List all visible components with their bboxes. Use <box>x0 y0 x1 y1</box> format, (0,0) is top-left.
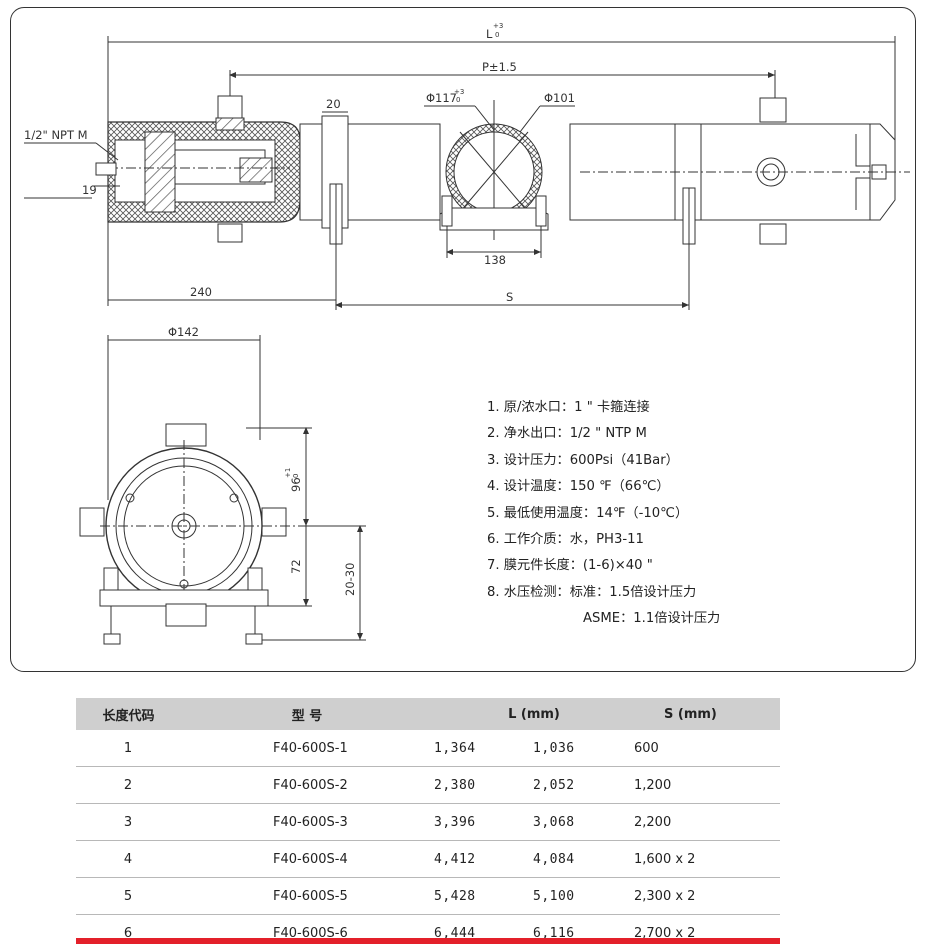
cell-L: 2,380 <box>434 767 532 804</box>
cell-code: 3 <box>76 804 181 841</box>
cell-model: F40-600S-2 <box>181 767 434 804</box>
note-7: 7. 膜元件长度：(1-6)×40 " <box>487 553 720 579</box>
cell-model: F40-600S-5 <box>181 878 434 915</box>
dim-20-30: 20-30 <box>343 563 357 596</box>
note-3: 3. 设计压力：600Psi（41Bar） <box>487 448 720 474</box>
cell-model: F40-600S-1 <box>181 730 434 767</box>
cell-L2: 3,068 <box>532 804 634 841</box>
cell-L: 4,412 <box>434 841 532 878</box>
accent-bar <box>76 938 780 944</box>
cell-model: F40-600S-3 <box>181 804 434 841</box>
dim-96-tol2: 0 <box>292 474 300 478</box>
cell-code: 5 <box>76 878 181 915</box>
dim-117: Φ117 <box>426 91 457 105</box>
end-view <box>80 335 366 644</box>
table-row: 2 F40-600S-2 2,380 2,052 1,200 <box>76 767 780 804</box>
dim-19: 19 <box>82 183 97 197</box>
dim-72: 72 <box>289 559 303 574</box>
dim-96-tol: +1 <box>284 468 292 478</box>
cell-S: 2,700 x 2 <box>634 915 780 951</box>
dim-96: 96 <box>289 477 303 492</box>
table-header-row: 长度代码 型 号 L (mm) S (mm) <box>76 698 780 730</box>
cell-L: 5,428 <box>434 878 532 915</box>
cell-L2: 2,052 <box>532 767 634 804</box>
cell-L: 3,396 <box>434 804 532 841</box>
cell-L: 1,364 <box>434 730 532 767</box>
note-2: 2. 净水出口：1/2 " NTP M <box>487 421 720 447</box>
cell-code: 1 <box>76 730 181 767</box>
cell-S: 1,200 <box>634 767 780 804</box>
dim-138: 138 <box>484 253 506 267</box>
col-S: S (mm) <box>634 698 780 730</box>
dim-L-tol-upper: +3 <box>493 22 503 30</box>
dim-117-tol-upper: +3 <box>454 88 464 96</box>
dim-P: P±1.5 <box>482 60 517 74</box>
dim-20: 20 <box>326 97 341 111</box>
cell-code: 4 <box>76 841 181 878</box>
note-4: 4. 设计温度：150 ℉（66℃） <box>487 474 720 500</box>
table-row: 5 F40-600S-5 5,428 5,100 2,300 x 2 <box>76 878 780 915</box>
cell-S: 600 <box>634 730 780 767</box>
spec-notes: 1. 原/浓水口：1 " 卡箍连接 2. 净水出口：1/2 " NTP M 3.… <box>487 395 720 633</box>
dim-L: L <box>486 27 493 41</box>
col-model: 型 号 <box>181 698 434 730</box>
technical-drawing: L +3 0 P±1.5 1/2" NPT M 19 20 Φ117 +3 0 … <box>0 0 928 680</box>
table-row: 1 F40-600S-1 1,364 1,036 600 <box>76 730 780 767</box>
note-6: 6. 工作介质：水，PH3-11 <box>487 527 720 553</box>
note-1: 1. 原/浓水口：1 " 卡箍连接 <box>487 395 720 421</box>
dim-142: Φ142 <box>168 325 199 339</box>
note-5: 5. 最低使用温度：14℉（-10℃） <box>487 501 720 527</box>
cell-code: 6 <box>76 915 181 951</box>
dim-npt: 1/2" NPT M <box>24 128 88 142</box>
col-L: L (mm) <box>434 698 634 730</box>
cell-S: 2,200 <box>634 804 780 841</box>
spec-table: 长度代码 型 号 L (mm) S (mm) 1 F40-600S-1 1,36… <box>76 698 780 951</box>
cell-L2: 5,100 <box>532 878 634 915</box>
dim-L-tol-lower: 0 <box>495 31 499 39</box>
cell-L: 6,444 <box>434 915 532 951</box>
side-view <box>24 36 910 310</box>
note-8-asme: ASME：1.1倍设计压力 <box>487 606 720 632</box>
dim-S: S <box>506 290 513 304</box>
dim-240: 240 <box>190 285 212 299</box>
table-row: 6 F40-600S-6 6,444 6,116 2,700 x 2 <box>76 915 780 951</box>
cell-S: 2,300 x 2 <box>634 878 780 915</box>
col-length-code: 长度代码 <box>76 698 181 730</box>
dim-101: Φ101 <box>544 91 575 105</box>
dim-117-tol-lower: 0 <box>456 96 460 104</box>
cell-S: 1,600 x 2 <box>634 841 780 878</box>
cell-code: 2 <box>76 767 181 804</box>
cell-model: F40-600S-4 <box>181 841 434 878</box>
cell-L2: 1,036 <box>532 730 634 767</box>
note-8: 8. 水压检测：标准：1.5倍设计压力 <box>487 580 720 606</box>
table-row: 4 F40-600S-4 4,412 4,084 1,600 x 2 <box>76 841 780 878</box>
cell-L2: 4,084 <box>532 841 634 878</box>
cell-model: F40-600S-6 <box>181 915 434 951</box>
cell-L2: 6,116 <box>532 915 634 951</box>
table-row: 3 F40-600S-3 3,396 3,068 2,200 <box>76 804 780 841</box>
